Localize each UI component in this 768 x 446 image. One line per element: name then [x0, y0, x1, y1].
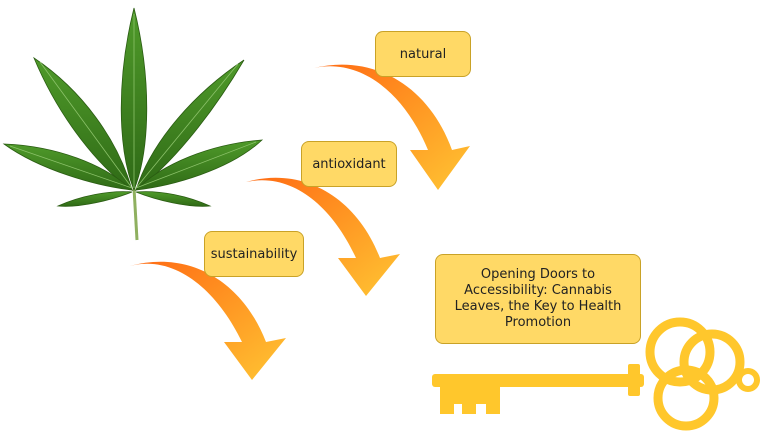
label-antioxidant: antioxidant [301, 141, 397, 187]
title-text: Opening Doors to Accessibility: Cannabis… [455, 267, 622, 331]
curved-arrow-icon [130, 262, 286, 380]
title-box: Opening Doors to Accessibility: Cannabis… [435, 254, 641, 344]
title-line-2: Accessibility: Cannabis [455, 283, 622, 299]
title-line-1: Opening Doors to [455, 267, 622, 283]
label-natural-text: natural [400, 47, 446, 62]
cannabis-leaf-icon [4, 8, 262, 240]
label-sustainability: sustainability [204, 231, 304, 277]
arrow-bottom [130, 262, 286, 380]
label-natural: natural [375, 31, 471, 77]
title-line-3: Leaves, the Key to Health [455, 299, 622, 315]
label-sustainability-text: sustainability [211, 247, 298, 262]
title-line-4: Promotion [455, 315, 622, 331]
label-antioxidant-text: antioxidant [312, 157, 385, 172]
